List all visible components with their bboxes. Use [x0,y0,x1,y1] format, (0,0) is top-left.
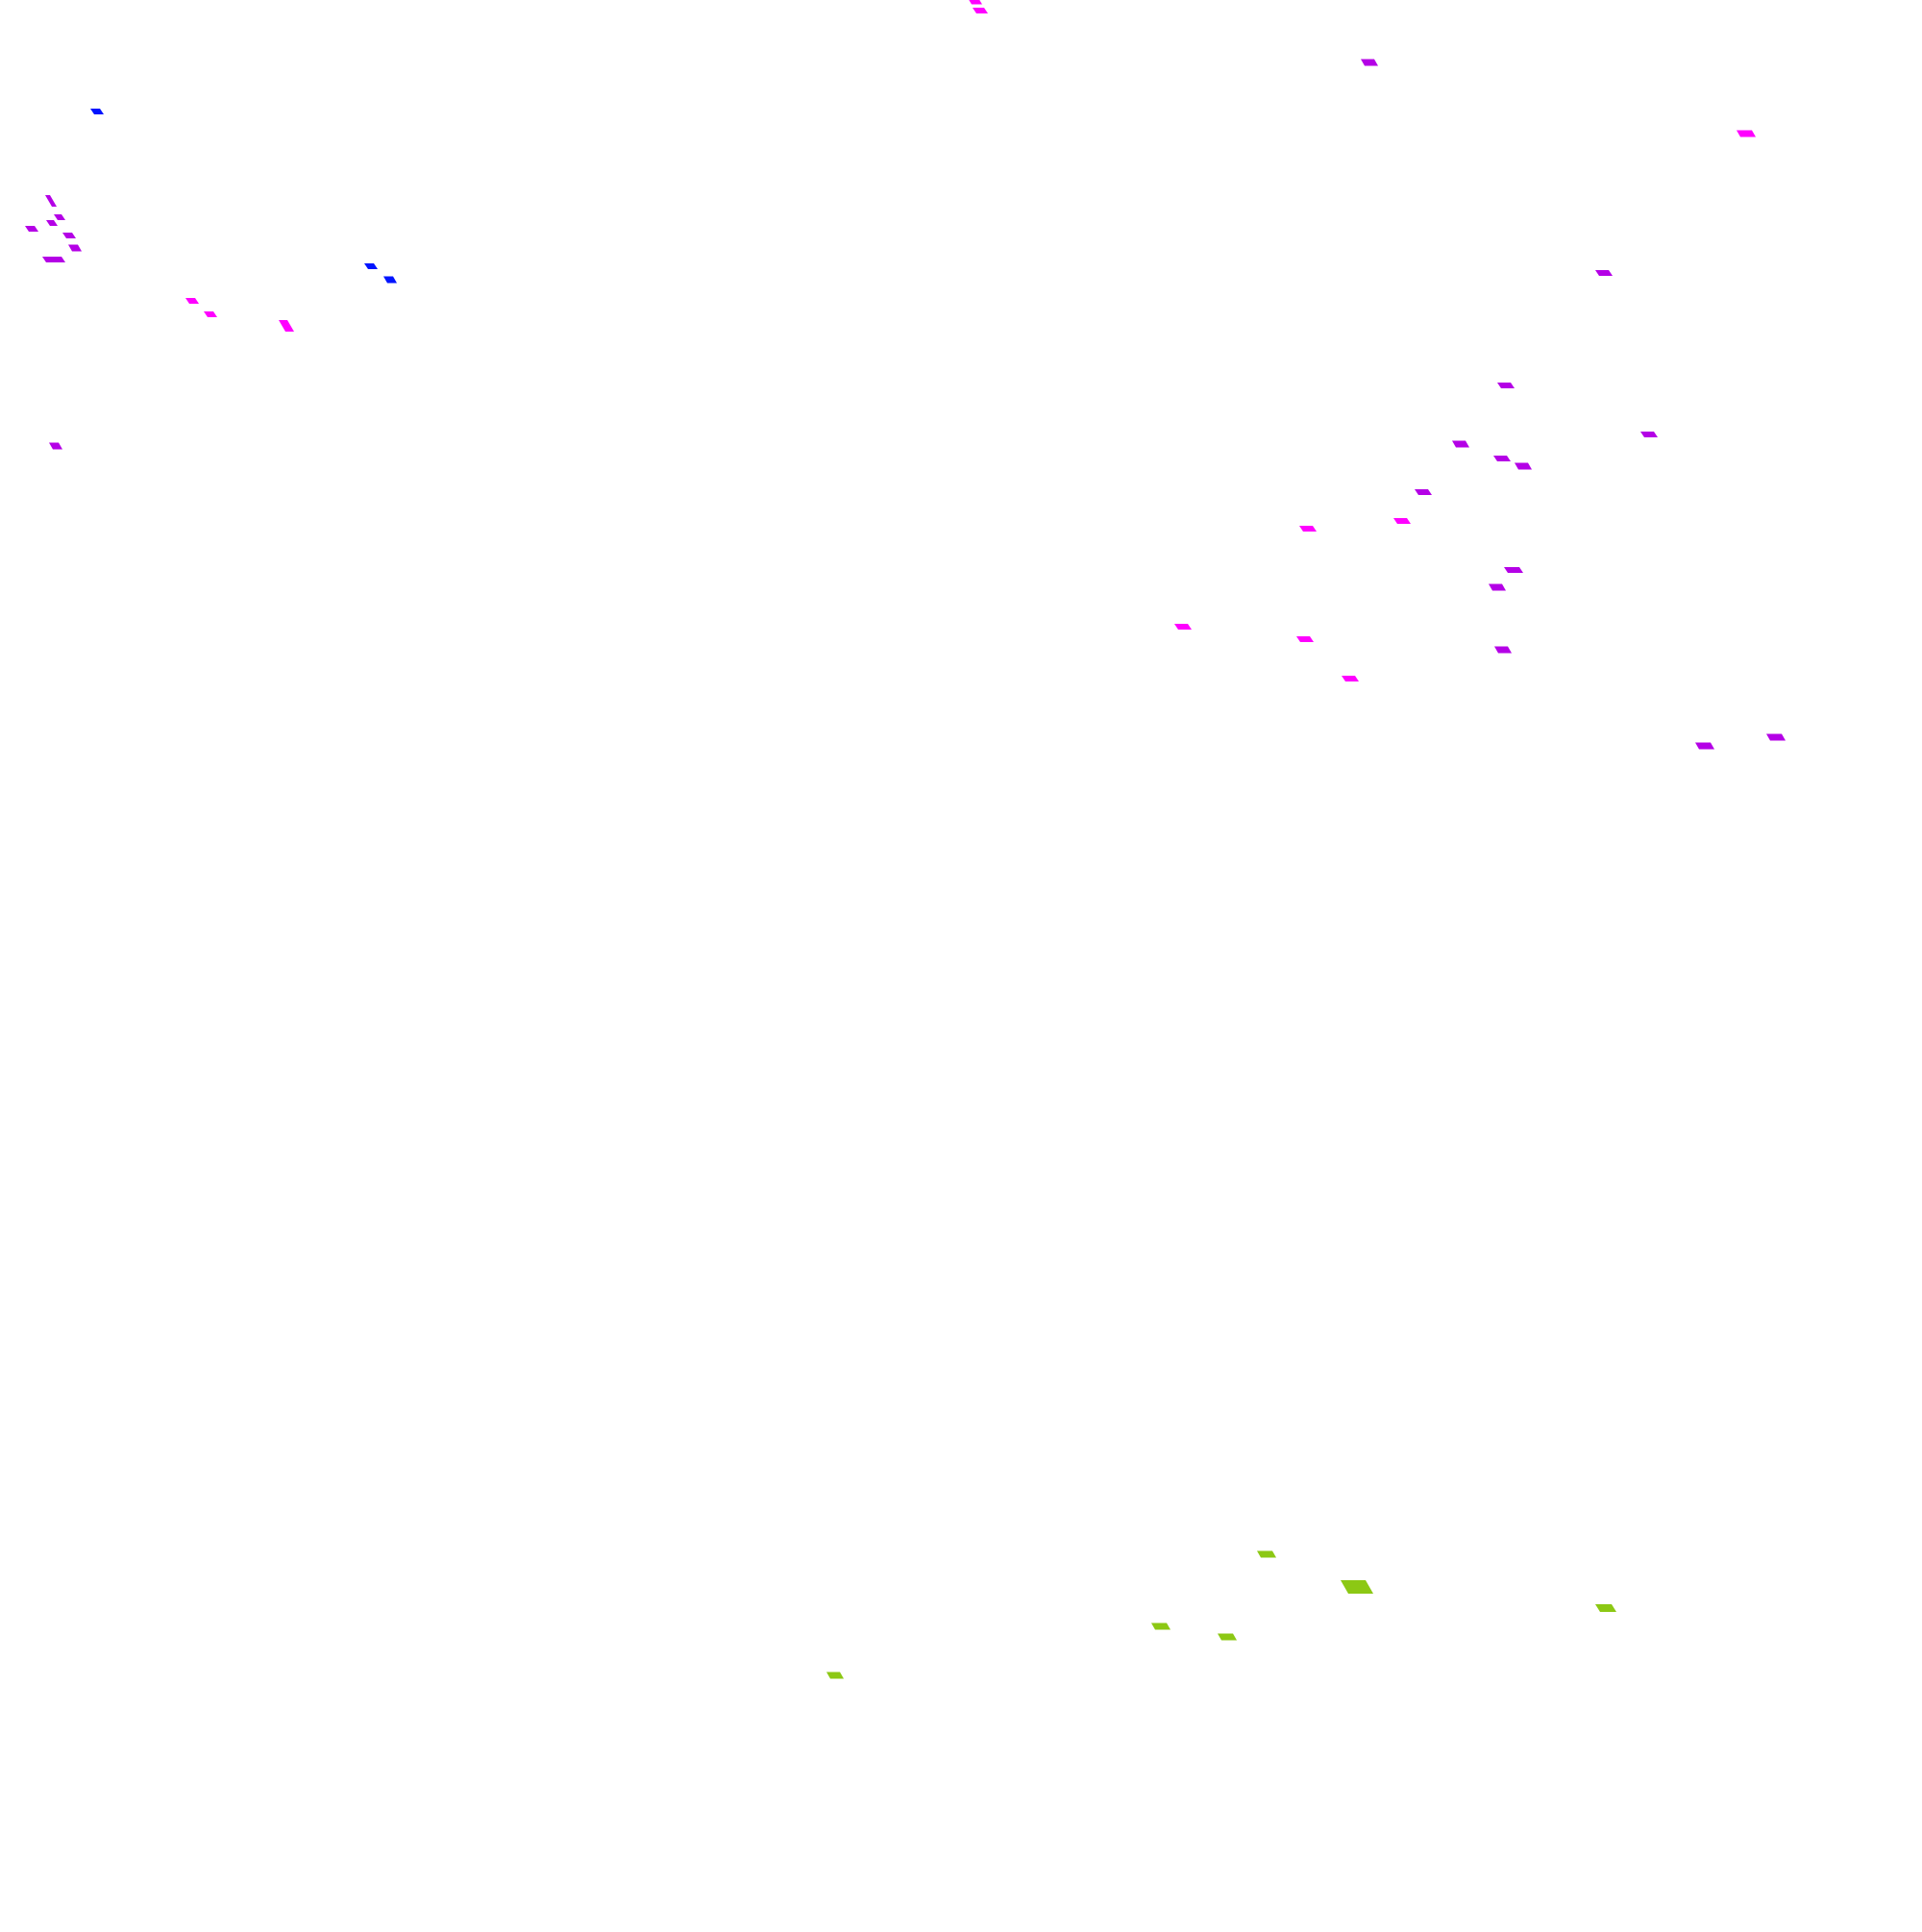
purple-marker-10[interactable] [49,442,62,450]
purple-marker-8[interactable] [42,257,65,262]
magenta-marker-7[interactable] [1393,518,1411,524]
purple-marker-16[interactable] [1415,489,1432,495]
purple-marker-13[interactable] [1452,440,1469,448]
purple-marker-7[interactable] [68,244,82,252]
magenta-marker-11[interactable] [1342,676,1359,681]
purple-marker-19[interactable] [1494,646,1512,654]
purple-marker-4[interactable] [54,214,65,220]
green-marker-2[interactable] [1341,1580,1373,1594]
green-marker-5[interactable] [1218,1633,1237,1641]
blue-marker-3[interactable] [383,276,397,284]
magenta-marker-3[interactable] [1737,130,1756,137]
purple-marker-17[interactable] [1504,567,1523,573]
purple-marker-12[interactable] [1640,432,1658,437]
purple-marker-5[interactable] [46,220,58,226]
blue-marker-2[interactable] [364,263,378,269]
purple-marker-14[interactable] [1493,456,1511,461]
green-marker-3[interactable] [1595,1604,1616,1612]
magenta-marker-5[interactable] [204,311,217,317]
purple-marker-20[interactable] [1695,742,1714,750]
green-marker-6[interactable] [826,1672,844,1679]
magenta-marker-9[interactable] [1174,624,1192,630]
magenta-marker-1[interactable] [969,0,982,5]
purple-marker-18[interactable] [1489,583,1506,591]
purple-marker-15[interactable] [1515,462,1532,470]
purple-marker-21[interactable] [1766,733,1786,741]
purple-marker-11[interactable] [1497,383,1515,388]
magenta-marker-4[interactable] [185,298,199,304]
marker-layer [25,0,1786,1679]
magenta-marker-6[interactable] [279,320,294,332]
magenta-marker-8[interactable] [1299,526,1317,532]
purple-marker-2[interactable] [45,195,57,207]
magenta-marker-10[interactable] [1296,636,1314,642]
magenta-marker-2[interactable] [973,8,988,13]
purple-marker-6[interactable] [62,233,76,238]
blue-marker-1[interactable] [90,109,104,114]
purple-marker-1[interactable] [1361,59,1378,66]
purple-marker-9[interactable] [1595,270,1613,276]
green-marker-4[interactable] [1151,1622,1170,1630]
green-marker-1[interactable] [1257,1550,1276,1558]
purple-marker-3[interactable] [25,226,38,232]
